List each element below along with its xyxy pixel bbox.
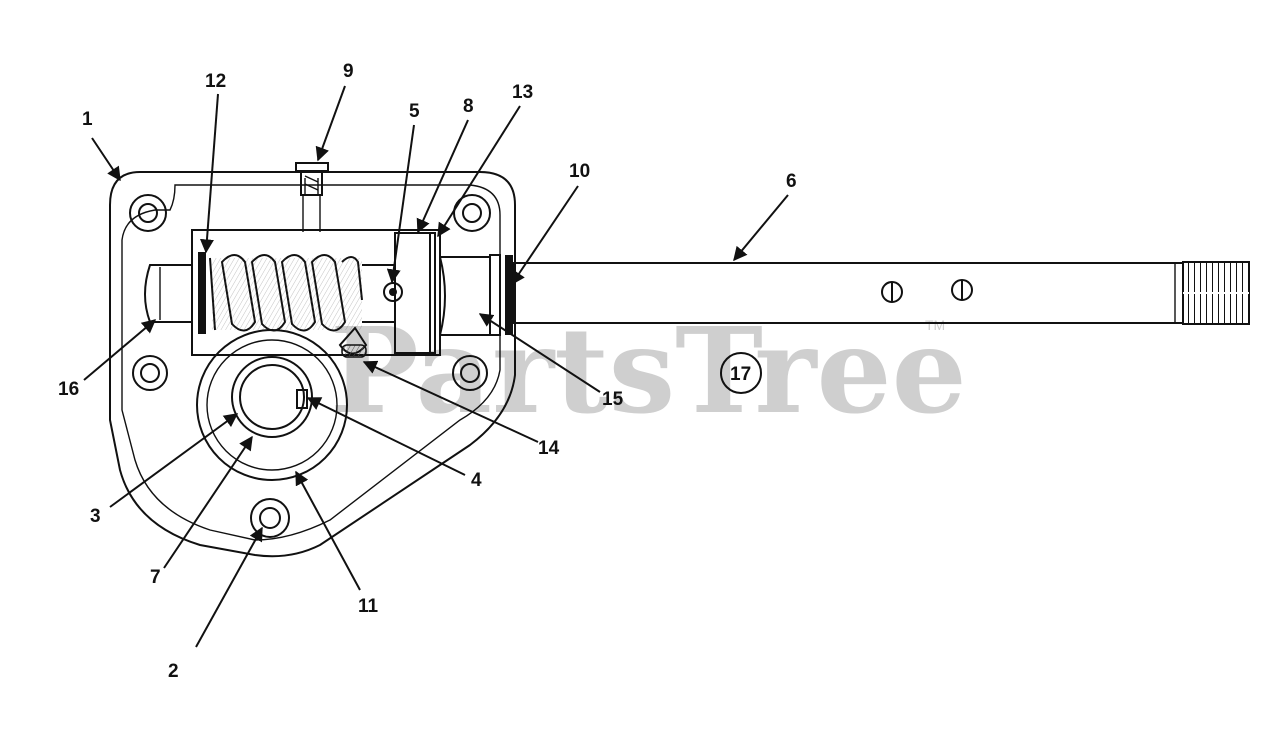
bolt-hole-mid-right-inner (460, 363, 480, 383)
callout-11: 11 (358, 596, 379, 617)
leader-lines (83, 85, 789, 648)
callout-2: 2 (168, 661, 179, 682)
callout-7: 7 (150, 567, 161, 588)
callout-10: 10 (569, 161, 590, 182)
callout-13: 13 (512, 82, 533, 103)
callout-4: 4 (471, 470, 482, 491)
bolt-hole-mid-left (132, 355, 168, 391)
output-shaft (512, 261, 1250, 325)
wheel-bore (239, 364, 305, 430)
callout-15: 15 (602, 389, 624, 410)
bolt-hole-bottom (250, 498, 290, 538)
bolt-hole-mid-left-inner (140, 363, 160, 383)
thrust-washer-left (198, 252, 206, 334)
worm-wheel (196, 329, 348, 481)
wheel-rim (206, 339, 338, 471)
callout-8: 8 (463, 96, 474, 117)
vent-plug (295, 162, 329, 232)
watermark: PartsTree TM (330, 301, 967, 440)
callout-12: 12 (205, 71, 226, 92)
bolt-hole-top-left-inner (138, 203, 158, 223)
callout-1: 1 (82, 109, 93, 130)
callout-16: 16 (58, 379, 79, 400)
housing-inner-outline (121, 184, 501, 541)
housing-outline (109, 171, 516, 558)
callout-3: 3 (90, 506, 101, 527)
watermark-text: PartsTree (330, 301, 967, 440)
part-17-circle (720, 352, 762, 394)
callout-14: 14 (538, 438, 560, 459)
retaining-ring (489, 254, 501, 336)
wheel-outer (196, 329, 348, 481)
callout-5: 5 (409, 101, 420, 122)
callouts: 1 2 3 4 5 6 7 8 9 10 11 12 13 14 15 16 1… (58, 61, 797, 682)
callout-6: 6 (786, 171, 797, 192)
worm-gear-threads (209, 254, 395, 332)
wheel-hub (231, 356, 313, 438)
worm-assembly (144, 229, 513, 358)
gearbox-housing (109, 171, 516, 558)
mounting-holes (129, 194, 491, 538)
bolt-hole-top-right-inner (462, 203, 482, 223)
bolt-hole-top-left (129, 194, 167, 232)
grease-fitting (338, 326, 368, 358)
thrust-washer-right (505, 255, 513, 335)
callout-9: 9 (343, 61, 354, 82)
callout-17: 17 (730, 364, 751, 385)
bolt-hole-mid-right (452, 355, 488, 391)
watermark-trademark: TM (925, 317, 945, 333)
bolt-hole-top-right (453, 194, 491, 232)
bolt-hole-bottom-inner (259, 507, 281, 529)
worm-shaft-left-stub (144, 264, 192, 323)
